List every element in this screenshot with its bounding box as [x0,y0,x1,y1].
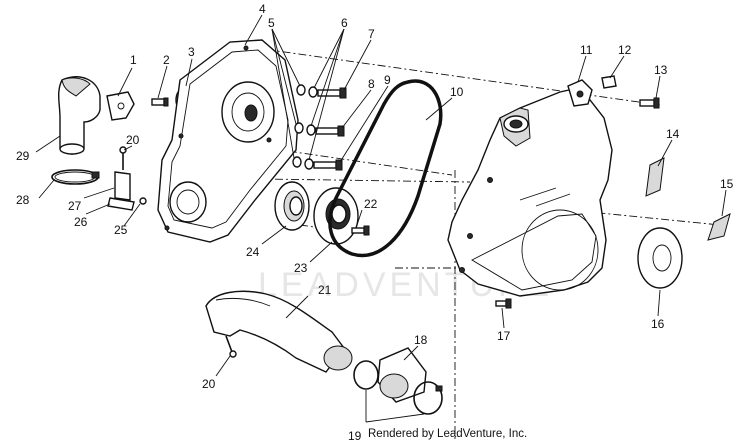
callout-4: 4 [259,2,266,16]
part-26-plate [107,197,135,211]
part-17-screw [495,298,512,309]
part-15-decal [707,213,731,241]
part-11-outer-cover [447,79,613,297]
callout-14: 14 [666,127,680,141]
callout-9: 9 [384,73,391,87]
part-9-bolt [313,159,343,171]
callout-labels: 1 2 3 4 5 6 7 8 9 10 11 12 13 14 15 16 1… [16,2,734,443]
callout-16: 16 [651,317,665,331]
callout-15: 15 [720,177,734,191]
credit-text: Rendered by LeadVenture, Inc. [368,428,528,440]
callout-22: 22 [364,197,378,211]
callout-20-lower: 20 [202,377,216,391]
callout-21: 21 [318,283,332,297]
part-14-decal [645,157,665,197]
leader-lines [35,14,727,423]
part-13-bolt [639,97,660,109]
callout-8: 8 [368,77,375,91]
callout-28: 28 [16,193,30,207]
part-8-bolt [315,125,345,137]
callout-13: 13 [654,63,668,77]
part-23-bearing-plate [313,187,359,245]
part-20-pin-upper [119,146,127,170]
part-7-bolt [317,87,347,99]
callout-26: 26 [74,215,88,229]
callout-12: 12 [618,43,632,57]
callout-20-upper: 20 [126,133,140,147]
part-29-elbow-duct [58,76,101,155]
callout-24: 24 [246,245,260,259]
part-22-screw [351,225,370,236]
callout-3: 3 [188,45,195,59]
part-20-pin-lower [225,335,237,358]
parts-5-6-washers [292,84,318,170]
callout-6: 6 [341,16,348,30]
callout-25: 25 [114,223,128,237]
callout-7: 7 [368,27,375,41]
callout-11: 11 [580,43,593,57]
callout-5: 5 [268,16,275,30]
part-1-bracket [106,91,135,121]
part-2-screw [151,97,169,107]
part-21-duct [205,290,353,373]
callout-27: 27 [68,199,82,213]
part-10-drive-belt [328,79,443,258]
callout-17: 17 [497,329,511,343]
callout-19: 19 [348,429,362,443]
callout-18: 18 [414,333,428,347]
callout-23: 23 [294,261,308,275]
part-24-seal [274,181,310,231]
part-28-clamp [51,169,100,185]
part-4-inner-cover [157,39,299,243]
part-25-rivet [139,197,147,205]
callout-10: 10 [450,85,464,99]
part-12-tab [601,75,617,89]
part-19-clamps [353,360,443,415]
callout-29: 29 [16,149,30,163]
callout-2: 2 [163,53,170,67]
part-27-strap [114,171,131,201]
callout-1: 1 [130,53,137,67]
part-16-disc [637,227,683,289]
part-18-coupler [377,347,427,403]
